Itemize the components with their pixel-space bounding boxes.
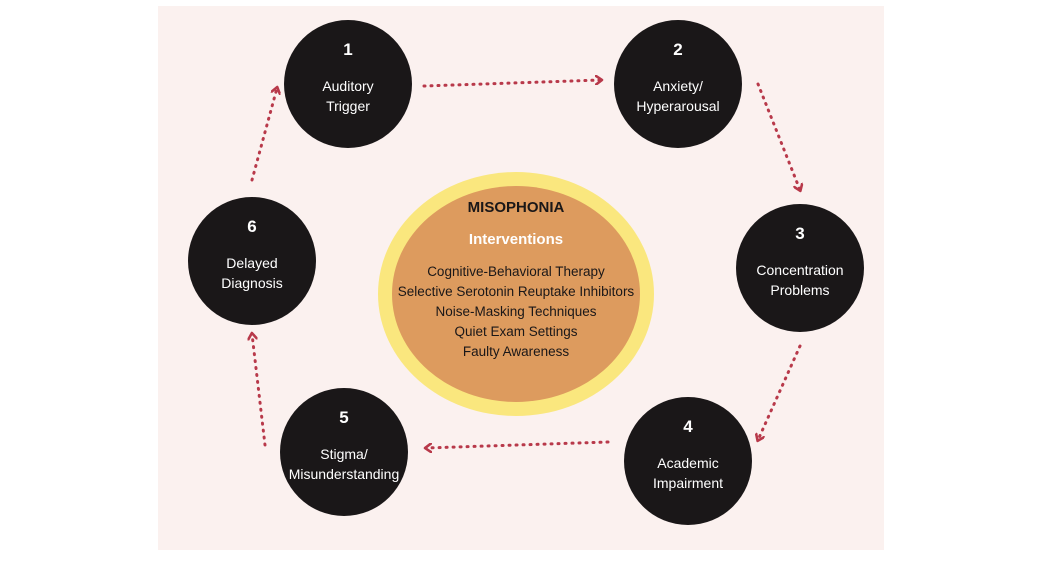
center-subtitle: Interventions bbox=[468, 231, 564, 248]
intervention-item: Faulty Awareness bbox=[462, 344, 570, 359]
intervention-item: Quiet Exam Settings bbox=[454, 324, 578, 339]
node-label: Stigma/ Misunderstanding bbox=[288, 446, 400, 482]
arrow-3-to-4 bbox=[758, 344, 802, 440]
intervention-item: Selective Serotonin Reuptake Inhibitors bbox=[397, 284, 635, 299]
node-label: Delayed Diagnosis bbox=[221, 255, 283, 291]
interventions-list: Cognitive-Behavioral Therapy Selective S… bbox=[378, 262, 654, 362]
node-label: Auditory Trigger bbox=[322, 78, 374, 114]
intervention-item: Noise-Masking Techniques bbox=[435, 304, 597, 319]
arrow-5-to-6 bbox=[252, 334, 267, 447]
node-number: 4 bbox=[683, 417, 693, 436]
center-title: MISOPHONIA bbox=[467, 199, 565, 216]
node-delayed-diagnosis: 6 Delayed Diagnosis bbox=[188, 197, 316, 325]
node-concentration-problems: 3 Concentration Problems bbox=[736, 204, 864, 332]
node-auditory-trigger: 1 Auditory Trigger bbox=[284, 20, 412, 148]
node-number: 5 bbox=[339, 408, 349, 427]
center-content: MISOPHONIA Interventions Cognitive-Behav… bbox=[378, 196, 654, 362]
node-academic-impairment: 4 Academic Impairment bbox=[624, 397, 752, 525]
arrow-2-to-3 bbox=[756, 82, 800, 190]
arrow-1-to-2 bbox=[422, 80, 601, 88]
node-number: 6 bbox=[247, 217, 257, 236]
arrow-4-to-5 bbox=[426, 440, 610, 448]
node-number: 2 bbox=[673, 40, 683, 59]
arrow-6-to-1 bbox=[250, 88, 277, 182]
node-label: Academic Impairment bbox=[652, 455, 724, 491]
center-circle bbox=[392, 186, 640, 402]
node-label: Concentration Problems bbox=[756, 262, 844, 298]
intervention-item: Cognitive-Behavioral Therapy bbox=[427, 264, 605, 279]
node-number: 3 bbox=[795, 224, 805, 243]
node-anxiety-hyperarousal: 2 Anxiety/ Hyperarousal bbox=[614, 20, 742, 148]
node-stigma-misunderstanding: 5 Stigma/ Misunderstanding bbox=[280, 388, 408, 516]
node-label: Anxiety/ Hyperarousal bbox=[636, 78, 720, 114]
node-number: 1 bbox=[343, 40, 353, 59]
